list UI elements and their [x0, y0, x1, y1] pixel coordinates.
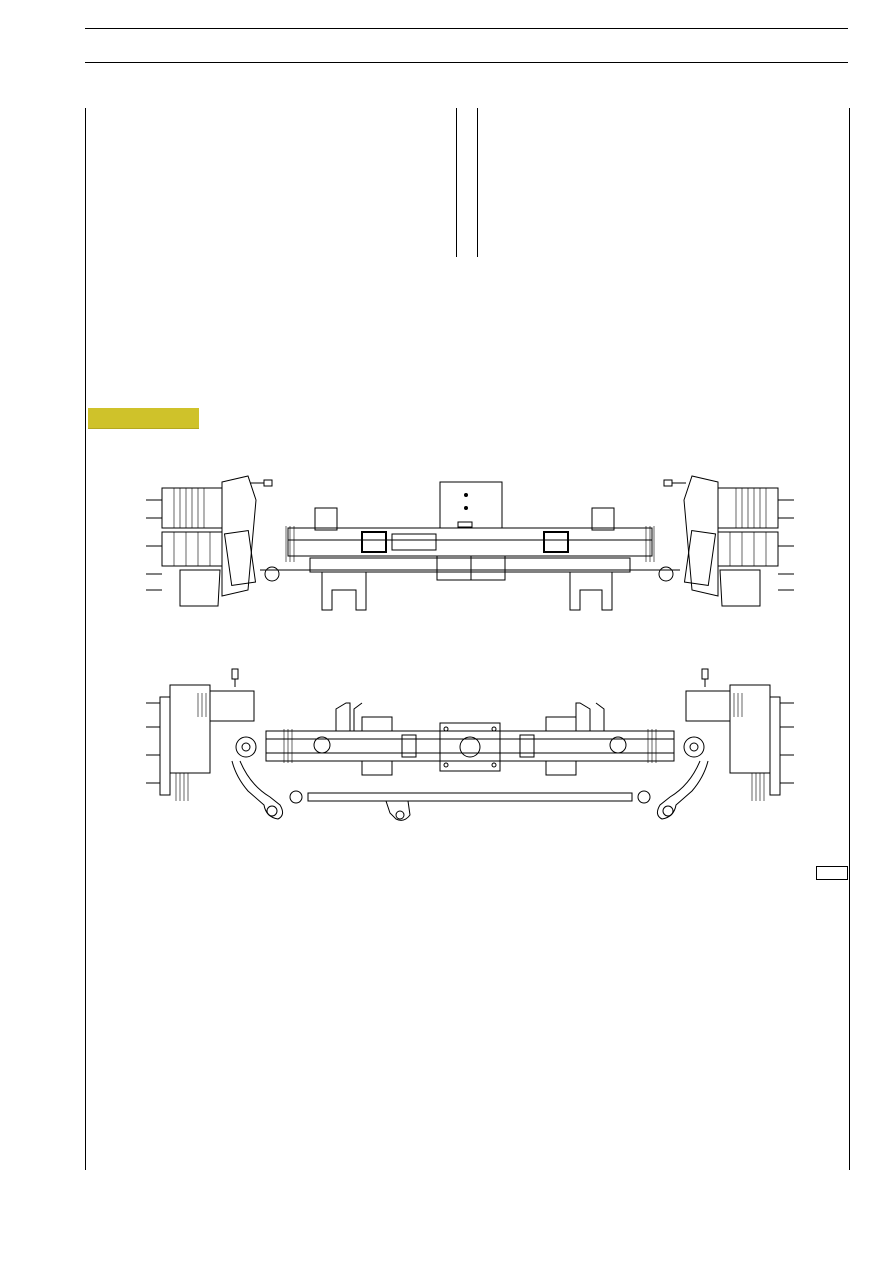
figure-tag	[816, 866, 848, 880]
column-divider-left	[456, 108, 457, 257]
header-bottom-rule	[85, 62, 848, 63]
section-badge	[88, 408, 199, 429]
column-divider-right	[477, 108, 478, 257]
axle-top-view-drawing	[140, 665, 800, 830]
left-margin-rule	[85, 108, 86, 1170]
axle-side-view-drawing	[140, 470, 800, 625]
header-top-rule	[85, 28, 848, 29]
right-margin-rule	[849, 108, 850, 1170]
